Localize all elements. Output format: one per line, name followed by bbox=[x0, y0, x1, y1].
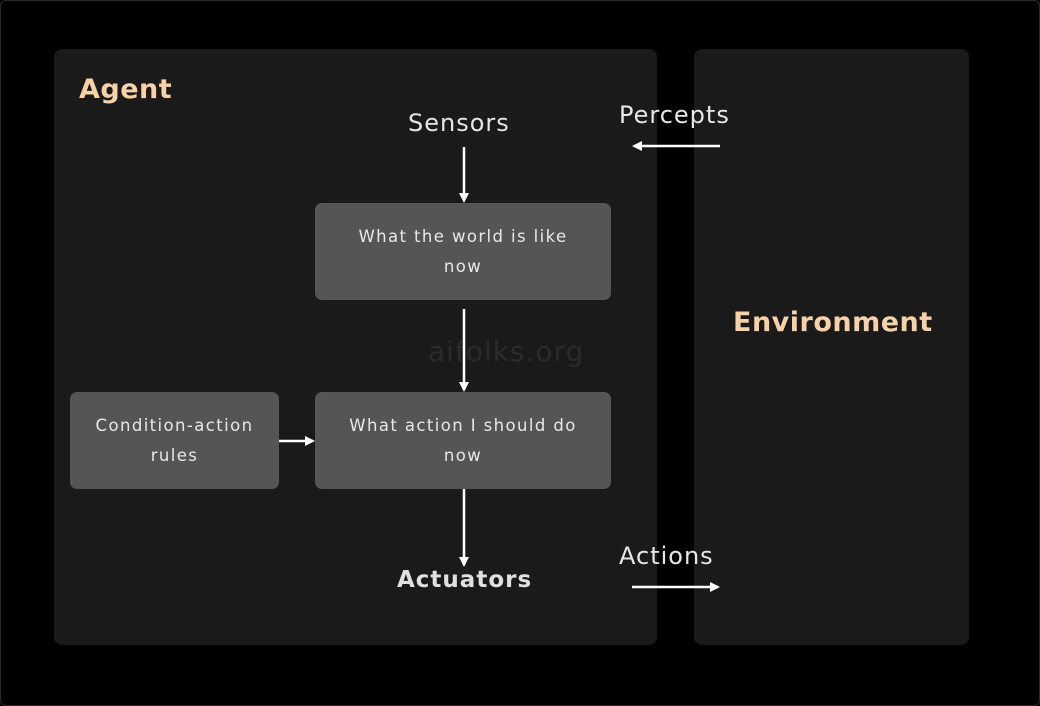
environment-panel bbox=[694, 49, 969, 645]
agent-title: Agent bbox=[79, 74, 173, 105]
condition-action-rules-text: Condition-action rules bbox=[95, 415, 254, 465]
world-state-box: What the world is like now bbox=[315, 203, 611, 300]
action-decision-text: What action I should do now bbox=[349, 415, 577, 465]
condition-action-rules-box: Condition-action rules bbox=[70, 392, 279, 489]
sensors-label: Sensors bbox=[408, 109, 510, 137]
environment-title: Environment bbox=[733, 307, 933, 338]
watermark: aifolks.org bbox=[428, 335, 585, 368]
action-decision-box: What action I should do now bbox=[315, 392, 611, 489]
percepts-label: Percepts bbox=[619, 101, 730, 129]
agent-panel bbox=[54, 49, 657, 645]
actions-label: Actions bbox=[619, 542, 714, 570]
actuators-label: Actuators bbox=[397, 567, 533, 593]
world-state-text: What the world is like now bbox=[358, 226, 568, 276]
